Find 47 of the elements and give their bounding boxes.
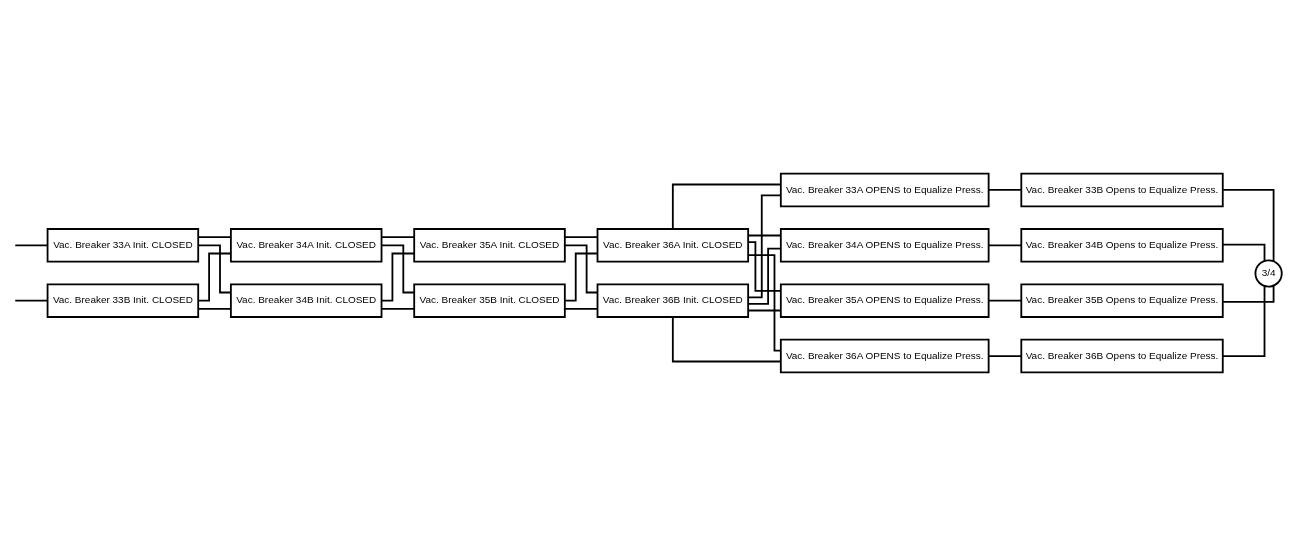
- connector: [1222, 189, 1275, 263]
- connector: [1222, 243, 1266, 262]
- connector: [747, 194, 782, 299]
- connector: [14, 244, 49, 247]
- node-box: Vac. Breaker 33A Init. CLOSED: [46, 228, 200, 263]
- connector: [380, 244, 415, 294]
- connector: [563, 236, 599, 239]
- connector: [1222, 285, 1266, 357]
- connector: [987, 299, 1022, 302]
- connector: [747, 234, 782, 237]
- connector: [380, 236, 416, 239]
- connector: [563, 307, 599, 310]
- connector: [197, 236, 232, 239]
- node-box: Vac. Breaker 33B Opens to Equalize Press.: [1020, 172, 1224, 208]
- connector: [564, 244, 599, 294]
- node-box: Vac. Breaker 34A Init. CLOSED: [229, 228, 383, 263]
- connector: [747, 247, 782, 305]
- connector: [14, 299, 49, 302]
- node-box: Vac. Breaker 34A OPENS to Equalize Press.: [779, 228, 990, 263]
- connector: [1222, 284, 1275, 303]
- node-circle: 3/4: [1254, 259, 1283, 288]
- node-box: Vac. Breaker 36B Opens to Equalize Press.: [1020, 338, 1224, 374]
- connector: [987, 355, 1022, 357]
- connector: [564, 252, 599, 302]
- node-box: Vac. Breaker 35B Init. CLOSED: [413, 283, 566, 318]
- connector: [197, 307, 232, 310]
- connector: [197, 244, 232, 294]
- connector: [671, 316, 782, 363]
- node-box: Vac. Breaker 34B Opens to Equalize Press.: [1020, 228, 1224, 263]
- connector: [380, 252, 415, 302]
- node-box: Vac. Breaker 36A OPENS to Equalize Press.: [779, 338, 990, 374]
- node-box: Vac. Breaker 36A Init. CLOSED: [596, 228, 750, 263]
- connector: [987, 189, 1022, 191]
- node-box: Vac. Breaker 36B Init. CLOSED: [596, 283, 750, 318]
- connector: [747, 241, 782, 292]
- node-box: Vac. Breaker 33A OPENS to Equalize Press.: [779, 172, 990, 208]
- connector: [747, 254, 782, 352]
- node-box: Vac. Breaker 34B Init. CLOSED: [229, 283, 383, 318]
- connector: [747, 309, 782, 312]
- connector: [671, 183, 782, 230]
- node-box: Vac. Breaker 35A OPENS to Equalize Press.: [779, 283, 990, 318]
- node-box: Vac. Breaker 33B Init. CLOSED: [46, 283, 200, 318]
- connector: [987, 244, 1022, 247]
- connector: [197, 252, 232, 302]
- node-box: Vac. Breaker 35B Opens to Equalize Press.: [1020, 283, 1224, 318]
- connector: [380, 307, 416, 310]
- node-box: Vac. Breaker 35A Init. CLOSED: [413, 228, 566, 263]
